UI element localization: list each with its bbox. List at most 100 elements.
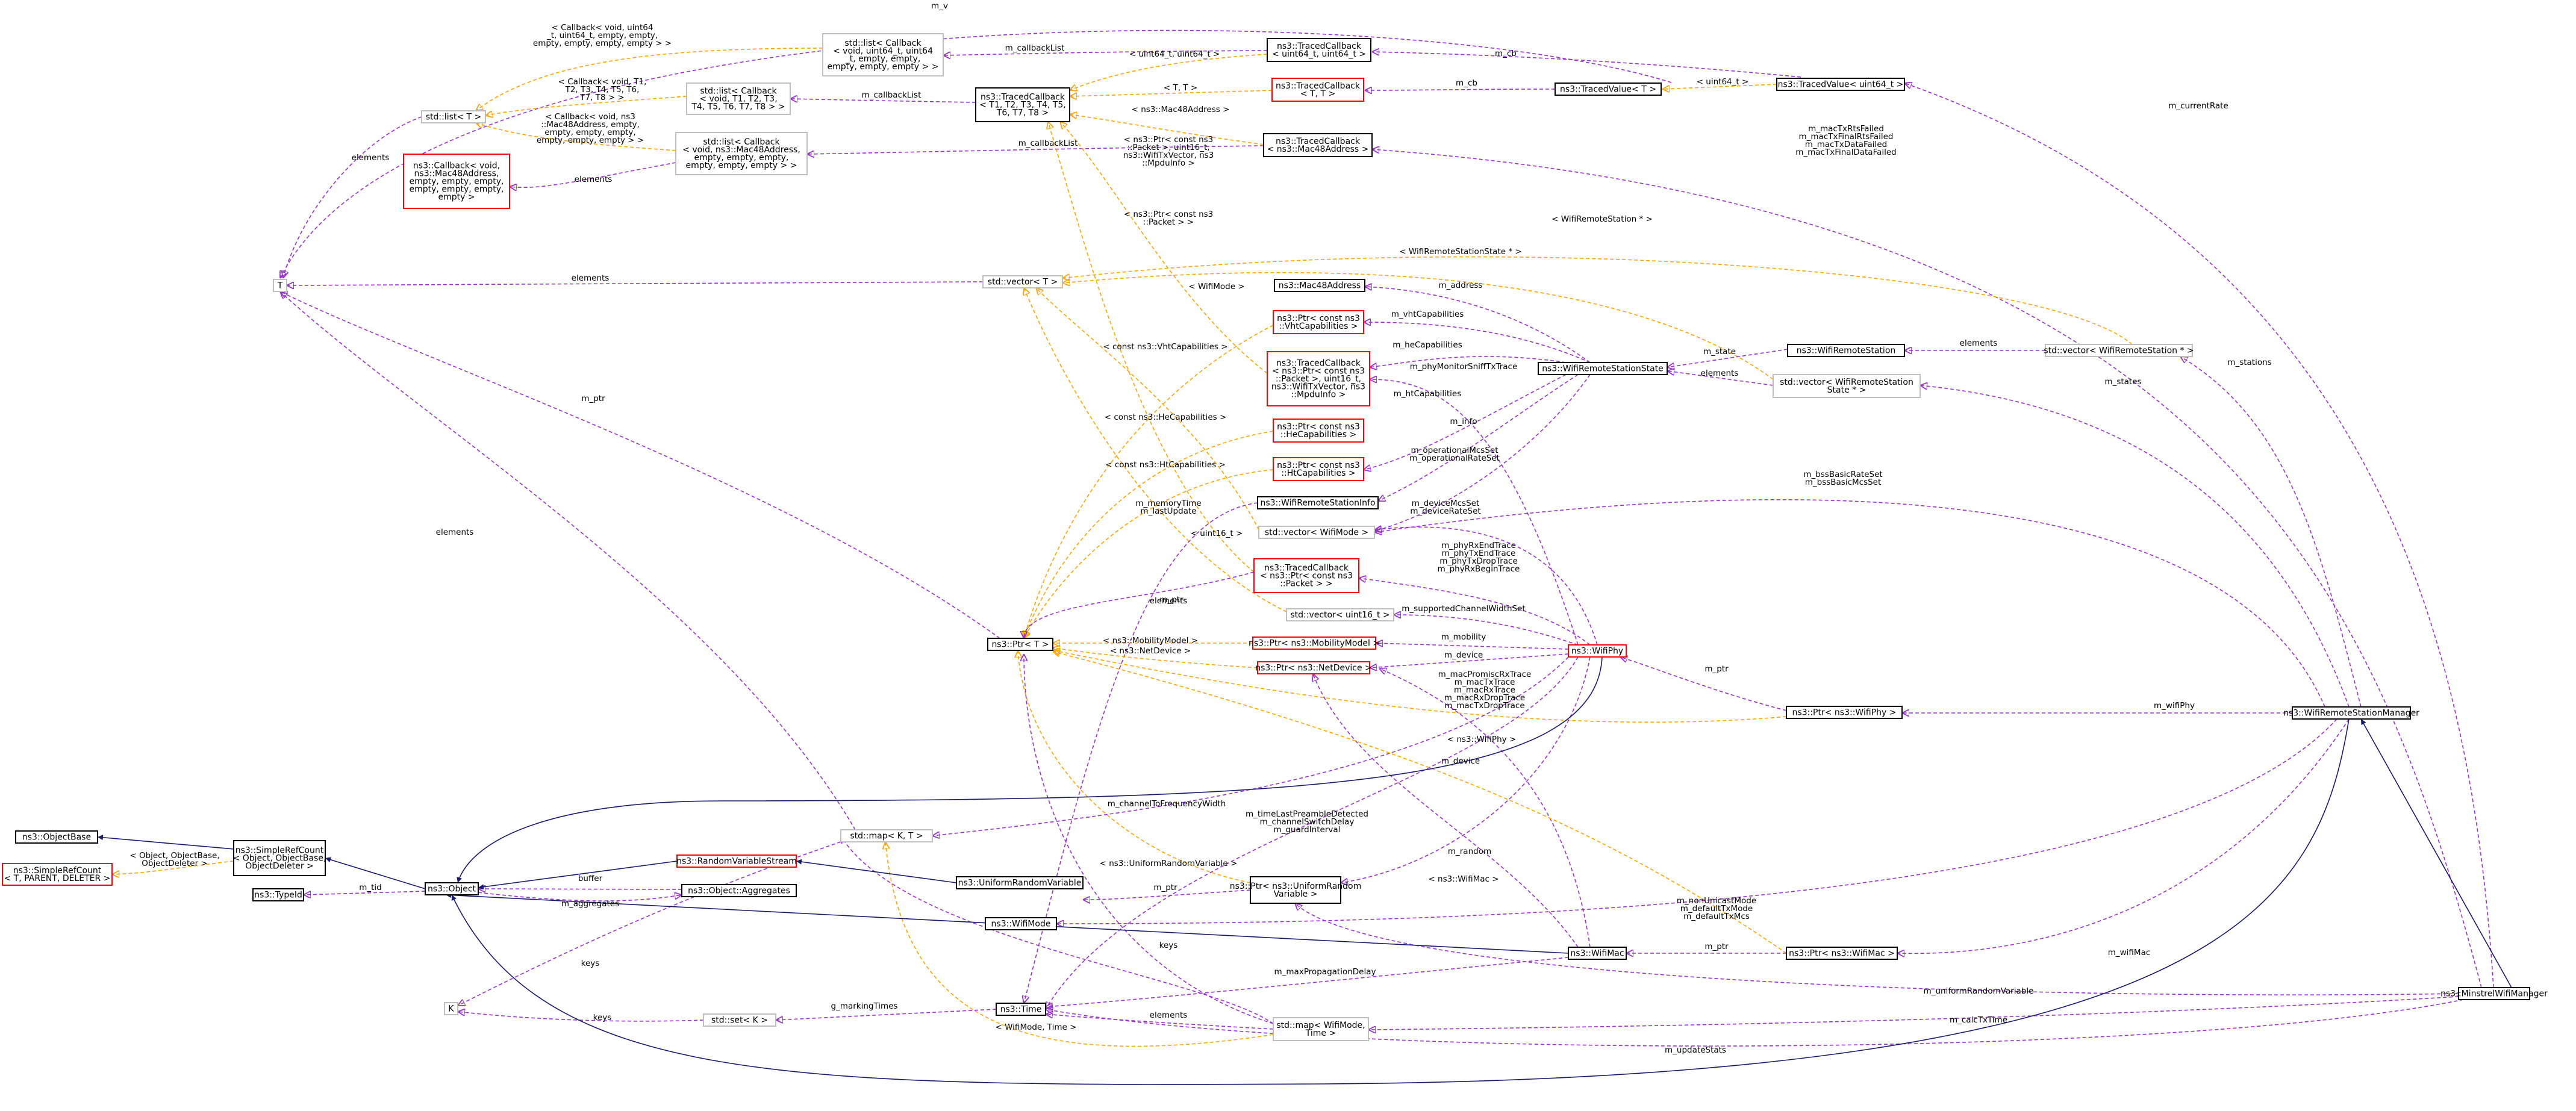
class-node-std-set-k[interactable]: std::set< K > — [703, 1013, 776, 1027]
class-node-ns3-time[interactable]: ns3::Time — [996, 1003, 1046, 1016]
node-box — [987, 638, 1053, 651]
node-label: ns3::WifiRemoteStationManager — [2283, 709, 2419, 718]
usage-edge-42 — [1359, 578, 1591, 646]
class-node-std-list-callback[interactable]: std::list< Callback< void, T1, T2, T3,T4… — [686, 82, 791, 115]
usage-edge-10 — [510, 162, 676, 187]
class-node-ns3-ptr-t[interactable]: ns3::Ptr< T > — [987, 638, 1053, 651]
node-label: ns3::Ptr< ns3::WifiPhy > — [1792, 708, 1897, 718]
class-node-std-list-callback[interactable]: std::list< Callback< void, uint64_t, uin… — [822, 33, 944, 76]
class-node-std-map-wifimode[interactable]: std::map< WifiMode,Time > — [1273, 1017, 1369, 1041]
class-node-ns3-wifiremotestationstate[interactable]: ns3::WifiRemoteStationState — [1538, 362, 1668, 375]
usage-edge-37 — [1374, 527, 1598, 646]
class-node-ns3-ptr-ns3-mobilitymodel[interactable]: ns3::Ptr< ns3::MobilityModel > — [1249, 636, 1380, 650]
node-label: ns3::WifiRemoteStation — [1797, 346, 1896, 356]
class-node-k[interactable]: K — [444, 1002, 458, 1015]
class-node-ns3-tracedvalue-t[interactable]: ns3::TracedValue< T > — [1555, 82, 1662, 96]
class-node-ns3-tracedcallback[interactable]: ns3::TracedCallback< ns3::Ptr< const ns3… — [1253, 558, 1359, 593]
usage-edge-18 — [1904, 83, 2494, 988]
class-node-std-list-t[interactable]: std::list< T > — [421, 110, 486, 123]
class-node-ns3-objectbase[interactable]: ns3::ObjectBase — [15, 830, 98, 844]
edge-label: < ns3::WifiMac > — [1428, 874, 1499, 884]
class-node-ns3-wifiremotestationinfo[interactable]: ns3::WifiRemoteStationInfo — [1257, 496, 1379, 509]
class-node-ns3-simplerefcount[interactable]: ns3::SimpleRefCount< T, PARENT, DELETER … — [2, 863, 113, 886]
class-node-ns3-uniformrandomvariable[interactable]: ns3::UniformRandomVariable — [956, 876, 1084, 889]
usage-edge-27 — [1370, 379, 1579, 646]
class-node-ns3-tracedcallback[interactable]: ns3::TracedCallback< ns3::Ptr< const ns3… — [1267, 351, 1370, 406]
class-node-std-vector-wifiremotestation[interactable]: std::vector< WifiRemoteStation * > — [2044, 344, 2194, 357]
usage-edge-49 — [1620, 657, 1787, 711]
node-box — [985, 917, 1057, 930]
class-node-t[interactable]: T — [273, 279, 287, 292]
node-label: ns3::TracedCallback< T1, T2, T3, T4, T5,… — [979, 93, 1066, 118]
edge-label: keys — [1159, 941, 1178, 950]
class-node-ns3-tracedcallback[interactable]: ns3::TracedCallback< ns3::Mac48Address > — [1263, 133, 1373, 157]
usage-edge-44 — [1376, 643, 1569, 650]
edge-label: < const ns3::HtCapabilities > — [1105, 460, 1226, 470]
class-node-ns3-wifiremotestation[interactable]: ns3::WifiRemoteStation — [1787, 344, 1905, 357]
edge-label: m_v — [931, 1, 948, 11]
class-node-ns3-randomvariablestream[interactable]: ns3::RandomVariableStream — [676, 854, 797, 868]
class-node-ns3-wifiremotestationmanager[interactable]: ns3::WifiRemoteStationManager — [2283, 706, 2419, 720]
class-node-std-map-k-t[interactable]: std::map< K, T > — [840, 829, 933, 842]
class-node-ns3-ptr-const-ns3[interactable]: ns3::Ptr< const ns3::HeCapabilities > — [1273, 419, 1364, 443]
node-box — [2292, 706, 2411, 720]
usage-edge-11 — [283, 116, 422, 278]
edge-label: < const ns3::VhtCapabilities > — [1103, 342, 1227, 352]
class-node-ns3-ptr-ns3-wifiphy[interactable]: ns3::Ptr< ns3::WifiPhy > — [1786, 706, 1903, 719]
node-box — [840, 829, 933, 842]
node-box — [1252, 636, 1376, 650]
node-label: std::list< T > — [426, 113, 482, 122]
class-node-ns3-tracedcallback[interactable]: ns3::TracedCallback< uint64_t, uint64_t … — [1267, 38, 1371, 62]
node-label: ns3::Time — [1000, 1005, 1042, 1015]
usage-edge-77 — [304, 891, 426, 895]
class-node-ns3-typeid[interactable]: ns3::TypeId — [252, 888, 304, 901]
usage-edge-1 — [1372, 52, 1801, 78]
inheritance-edge-86 — [325, 857, 426, 889]
node-label: std::map< WifiMode,Time > — [1276, 1021, 1365, 1038]
class-node-ns3-wifimode[interactable]: ns3::WifiMode — [985, 917, 1057, 930]
class-node-ns3-wifiphy[interactable]: ns3::WifiPhy — [1568, 644, 1627, 658]
class-node-ns3-mac48address[interactable]: ns3::Mac48Address — [1274, 279, 1365, 292]
class-node-std-vector-wifimode[interactable]: std::vector< WifiMode > — [1258, 526, 1375, 539]
usage-edge-71 — [458, 841, 841, 1006]
class-node-ns3-tracedcallback[interactable]: ns3::TracedCallback< T1, T2, T3, T4, T5,… — [975, 87, 1070, 122]
node-box — [975, 87, 1070, 122]
usage-edge-24 — [1365, 287, 1591, 363]
usage-edge-30 — [1374, 374, 1591, 531]
class-node-ns3-wifimac[interactable]: ns3::WifiMac — [1568, 947, 1627, 960]
node-box — [1273, 419, 1364, 443]
usage-edge-65 — [1046, 999, 2464, 1047]
inheritance-edge-87 — [97, 835, 234, 850]
class-node-ns3-minstrelwifimanager[interactable]: ns3::MinstrelWifiManager — [2440, 987, 2548, 1000]
node-box — [703, 1013, 776, 1027]
class-node-ns3-ptr-ns3-wifimac[interactable]: ns3::Ptr< ns3::WifiMac > — [1786, 947, 1898, 960]
class-node-ns3-simplerefcount[interactable]: ns3::SimpleRefCount< Object, ObjectBase,… — [233, 840, 326, 876]
class-node-std-vector-t[interactable]: std::vector< T > — [982, 275, 1063, 288]
node-label: ns3::WifiMac — [1570, 949, 1624, 959]
class-node-std-vector-uint16-t[interactable]: std::vector< uint16_t > — [1286, 608, 1394, 621]
edge-label: < ns3::WifiPhy > — [1447, 735, 1516, 744]
node-label: std::vector< T > — [988, 278, 1058, 287]
class-node-ns3-ptr-const-ns3[interactable]: ns3::Ptr< const ns3::VhtCapabilities > — [1273, 310, 1364, 334]
edge-label: m_stations — [2227, 358, 2271, 367]
node-label: std::list< Callback< void, uint64_t, uin… — [828, 39, 939, 72]
edge-label: < Callback< void, ns3::Mac48Address, emp… — [537, 112, 644, 145]
class-node-ns3-object-aggregates[interactable]: ns3::Object::Aggregates — [681, 884, 797, 897]
node-box — [982, 275, 1063, 288]
edge-label: m_updateStats — [1665, 1045, 1726, 1055]
node-box — [15, 830, 98, 844]
class-node-ns3-tracedcallback[interactable]: ns3::TracedCallback< T, T > — [1271, 78, 1364, 102]
class-node-ns3-ptr-const-ns3[interactable]: ns3::Ptr< const ns3::HtCapabilities > — [1273, 457, 1364, 481]
class-node-ns3-callback-void[interactable]: ns3::Callback< void,ns3::Mac48Address,em… — [403, 154, 510, 209]
class-node-ns3-tracedvalue-uint64-t[interactable]: ns3::TracedValue< uint64_t > — [1776, 78, 1905, 91]
inheritance-edge-83 — [478, 860, 678, 890]
class-node-std-list-callback[interactable]: std::list< Callback< void, ns3::Mac48Add… — [675, 132, 808, 175]
node-box — [1250, 876, 1341, 904]
node-label: ns3::SimpleRefCount< T, PARENT, DELETER … — [4, 866, 111, 883]
class-node-ns3-object[interactable]: ns3::Object — [425, 882, 479, 895]
class-node-ns3-ptr-ns3-netdevice[interactable]: ns3::Ptr< ns3::NetDevice > — [1255, 661, 1372, 674]
edge-label: m_currentRate — [2168, 101, 2228, 111]
